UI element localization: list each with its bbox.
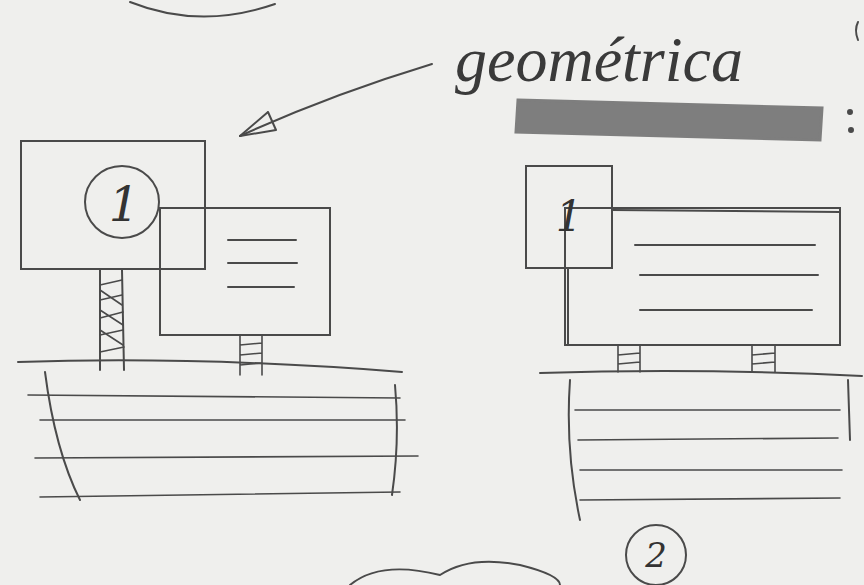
- sign-box: 1: [20, 140, 206, 270]
- post: [240, 335, 262, 375]
- circle-outline: [85, 166, 159, 238]
- ground-line: [18, 360, 402, 372]
- connector-line: [612, 210, 840, 212]
- base-lines: [575, 410, 842, 500]
- text-lines: [228, 240, 297, 287]
- dot: [849, 128, 853, 132]
- text-lines: [635, 245, 818, 310]
- base-sides: [569, 380, 850, 520]
- handwritten-note: geométrica: [455, 28, 743, 92]
- text-panel: [160, 208, 330, 335]
- post: [100, 270, 124, 370]
- dot: [848, 110, 852, 114]
- text-panel: [565, 208, 840, 345]
- callout-number: 1: [109, 180, 140, 228]
- post: [567, 268, 569, 345]
- callout-number: 2: [645, 538, 667, 572]
- base-lines: [28, 395, 418, 497]
- sketch-arc: [130, 2, 275, 17]
- callout-number: 1: [556, 196, 583, 238]
- post: [752, 345, 775, 372]
- ladder-rungs: [100, 280, 124, 352]
- arrow-head: [240, 112, 276, 136]
- circled-number: 2: [625, 524, 687, 585]
- base-sides: [45, 372, 397, 500]
- sketch-arc: [350, 562, 560, 585]
- leader-arrow: [240, 64, 432, 136]
- shading-bar: [516, 100, 822, 140]
- sign-box: 1: [525, 165, 613, 269]
- sketch-stroke: [856, 22, 858, 40]
- ground-line: [540, 371, 862, 376]
- post: [618, 345, 640, 372]
